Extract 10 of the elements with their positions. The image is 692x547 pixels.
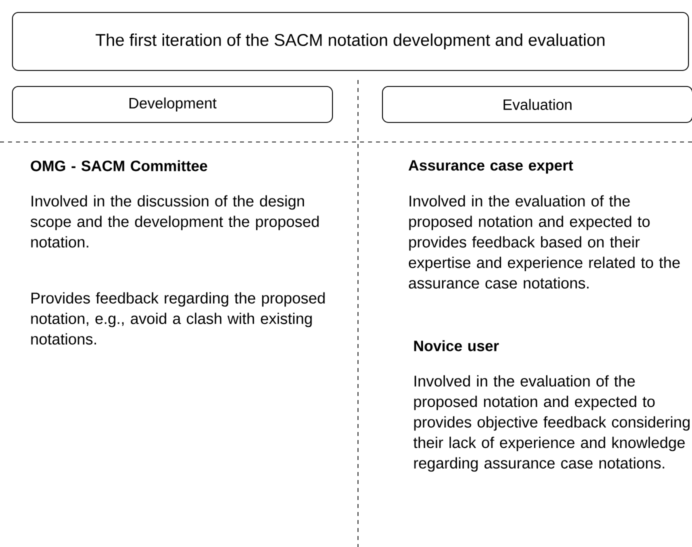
column-header-box: Evaluation (382, 86, 692, 123)
section-heading: Novice user (414, 340, 499, 352)
section-heading: Assurance case expert (408, 160, 574, 174)
description-text: Involved in the evaluation of the proposed notation and expected to provides objective feedback considering their lack of experience and knowledge regarding assurance case notations. (413, 375, 690, 472)
description-text: Involved in the evaluation of the proposed notation and expected to provides feedback based on their expertise and experience related to the assurance case notations. (408, 195, 680, 289)
description-text: Involved in the discussion of the design scope and the development the proposed notation. (30, 195, 319, 248)
column-header-box: Development (12, 86, 333, 123)
title-box: The first iteration of the SACM notation development and evaluation (12, 12, 689, 71)
description-text: Provides feedback regarding the proposed notation, e.g., avoid a clash with existing notations. (31, 292, 325, 345)
section-heading: OMG - SACM Committee (30, 160, 208, 172)
